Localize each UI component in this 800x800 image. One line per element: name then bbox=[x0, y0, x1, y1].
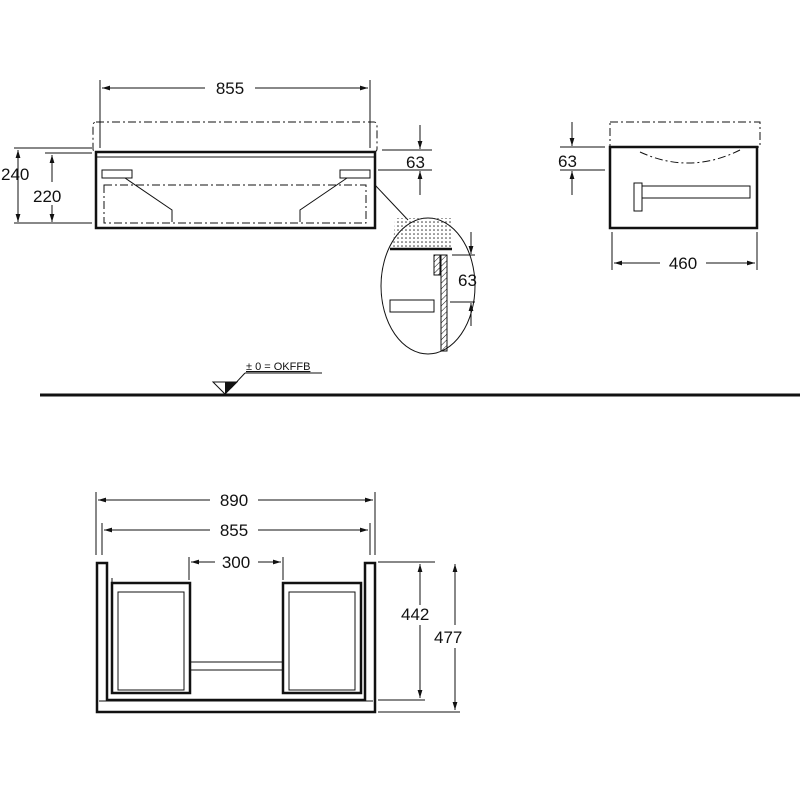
front-width-label: 855 bbox=[216, 79, 244, 98]
front-top-thickness-label: 63 bbox=[406, 153, 425, 172]
front-body-height-label: 220 bbox=[33, 187, 61, 206]
floor-reference-label: ± 0 = OKFFB bbox=[246, 361, 310, 373]
front-total-height-label: 240 bbox=[1, 165, 29, 184]
floor-reference: ± 0 = OKFFB bbox=[40, 361, 800, 397]
side-depth-label: 460 bbox=[669, 254, 697, 273]
gap-width-label: 300 bbox=[222, 553, 250, 572]
inner-width-label: 855 bbox=[220, 521, 248, 540]
inner-depth-label: 442 bbox=[401, 605, 429, 624]
front-view: 855 240 220 63 bbox=[1, 79, 432, 230]
top-view: 890 855 300 442 477 bbox=[95, 491, 462, 714]
side-view: 63 460 bbox=[558, 121, 761, 273]
outer-depth-label: 477 bbox=[434, 628, 462, 647]
side-top-thickness-label: 63 bbox=[558, 152, 577, 171]
detail-thickness-label: 63 bbox=[458, 271, 477, 290]
detail-view: 63 bbox=[380, 217, 477, 355]
outer-width-label: 890 bbox=[220, 491, 248, 510]
